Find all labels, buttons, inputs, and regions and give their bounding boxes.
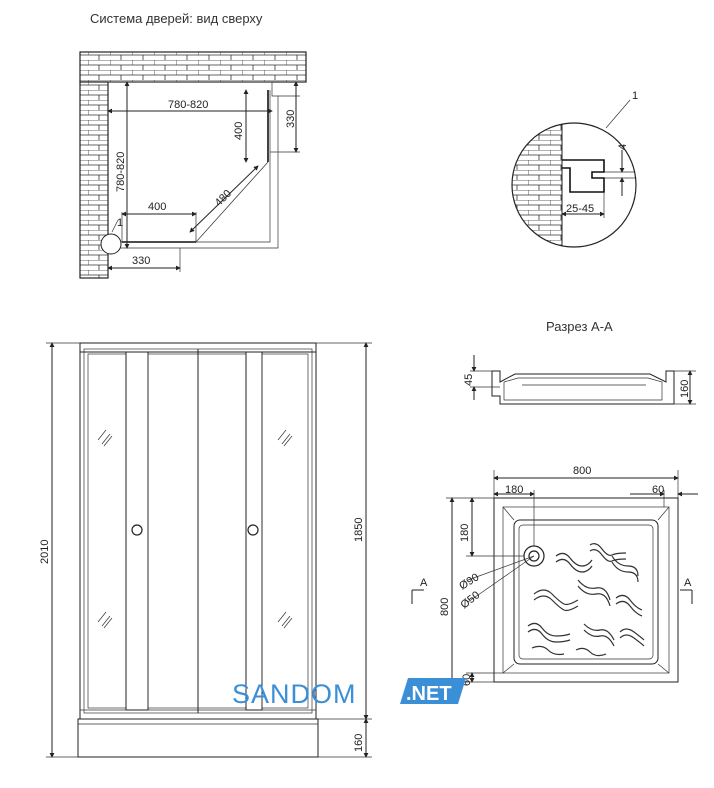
section-marker-left: A <box>411 577 428 604</box>
handle-left <box>131 524 143 536</box>
dim-line-480 <box>189 165 259 233</box>
section-title: Разрез А-А <box>546 319 613 334</box>
tray-corner-tr <box>657 506 670 521</box>
section-marker-right: A <box>680 577 693 604</box>
top-view-diagram: Система дверей: вид сверху 780-820 780-8… <box>79 11 307 279</box>
section-profile-outer <box>491 370 675 405</box>
detail-dim-25-45: 25-45 <box>566 203 594 215</box>
dim-330-right: 330 <box>285 110 297 128</box>
dim-160-tray: 160 <box>353 734 365 752</box>
detail-brick-wall <box>512 123 562 247</box>
dim-800-height: 800 <box>439 598 451 616</box>
drain-leader-90 <box>467 555 535 581</box>
tray-rim <box>502 506 670 674</box>
brick-wall-top <box>79 51 307 83</box>
tray-corner-bl <box>502 663 515 674</box>
top-view-title: Система дверей: вид сверху <box>90 11 263 26</box>
dim-width-range: 780-820 <box>168 99 208 111</box>
section-view-diagram: Разрез А-А 45 160 <box>463 319 696 405</box>
dim-800-width: 800 <box>573 465 591 477</box>
watermark-text: SANDOM <box>232 679 357 709</box>
section-profile-inner <box>503 377 663 401</box>
watermark-badge-text: .NET <box>406 683 452 705</box>
front-view-diagram: 2010 1850 160 <box>39 342 372 758</box>
dim-400-bottom: 400 <box>148 201 166 213</box>
dim-160-section: 160 <box>679 380 691 398</box>
detail-profile <box>562 159 605 193</box>
dim-60-top: 60 <box>652 484 664 496</box>
section-marker-a-right: A <box>684 577 692 589</box>
detail-dim-4: 4 <box>617 144 629 150</box>
tray-corner-tl <box>502 506 515 521</box>
panel-right-fixed <box>261 353 309 709</box>
dim-drain-90: Ø90 <box>457 571 481 592</box>
tray-plan-diagram: Ø90 Ø50 800 180 60 800 180 60 <box>411 465 698 686</box>
dim-180-top: 180 <box>505 484 523 496</box>
detail-callout-leader <box>605 99 631 129</box>
dim-480-diagonal: 480 <box>213 188 234 209</box>
tray-corner-br <box>657 663 670 674</box>
detail-callout-1: 1 <box>632 90 638 102</box>
dim-depth-range: 780-820 <box>115 152 127 192</box>
dim-45-depth: 45 <box>463 374 475 386</box>
callout-1-top-view: 1 <box>117 217 123 229</box>
dim-400-top: 400 <box>233 122 245 140</box>
tray-basin <box>513 519 659 665</box>
watermark-badge-shape <box>400 678 466 704</box>
glass-reflection-marks <box>97 429 293 629</box>
drain-leader-50 <box>467 555 535 603</box>
detail-view: 4 25-45 1 <box>511 90 638 248</box>
tray-wave-pattern <box>527 543 645 657</box>
brick-wall-left <box>79 81 109 279</box>
panel-left-door-glass <box>147 353 199 709</box>
tray-outer <box>493 497 679 683</box>
handle-right <box>247 524 259 536</box>
diagonal-door-path <box>195 161 269 243</box>
dim-330-bottom: 330 <box>132 255 150 267</box>
callout-leader-top-view <box>111 219 119 233</box>
dim-2010-height: 2010 <box>39 540 51 564</box>
enclosure-inner-line <box>118 90 271 243</box>
enclosure-outline <box>108 81 279 249</box>
panel-left-fixed <box>87 353 127 709</box>
front-tray <box>77 718 319 758</box>
dim-180-left: 180 <box>459 524 471 542</box>
detail-circle-outline <box>511 122 637 248</box>
section-marker-a-left: A <box>420 577 428 589</box>
dim-1850-height: 1850 <box>353 518 365 542</box>
dim-drain-50: Ø50 <box>458 589 482 611</box>
watermark-logo: SANDOM .NET <box>232 678 466 709</box>
corner-post-circle <box>100 233 122 255</box>
tray-basin-inner <box>518 524 654 660</box>
panel-right-door-glass <box>197 353 247 709</box>
